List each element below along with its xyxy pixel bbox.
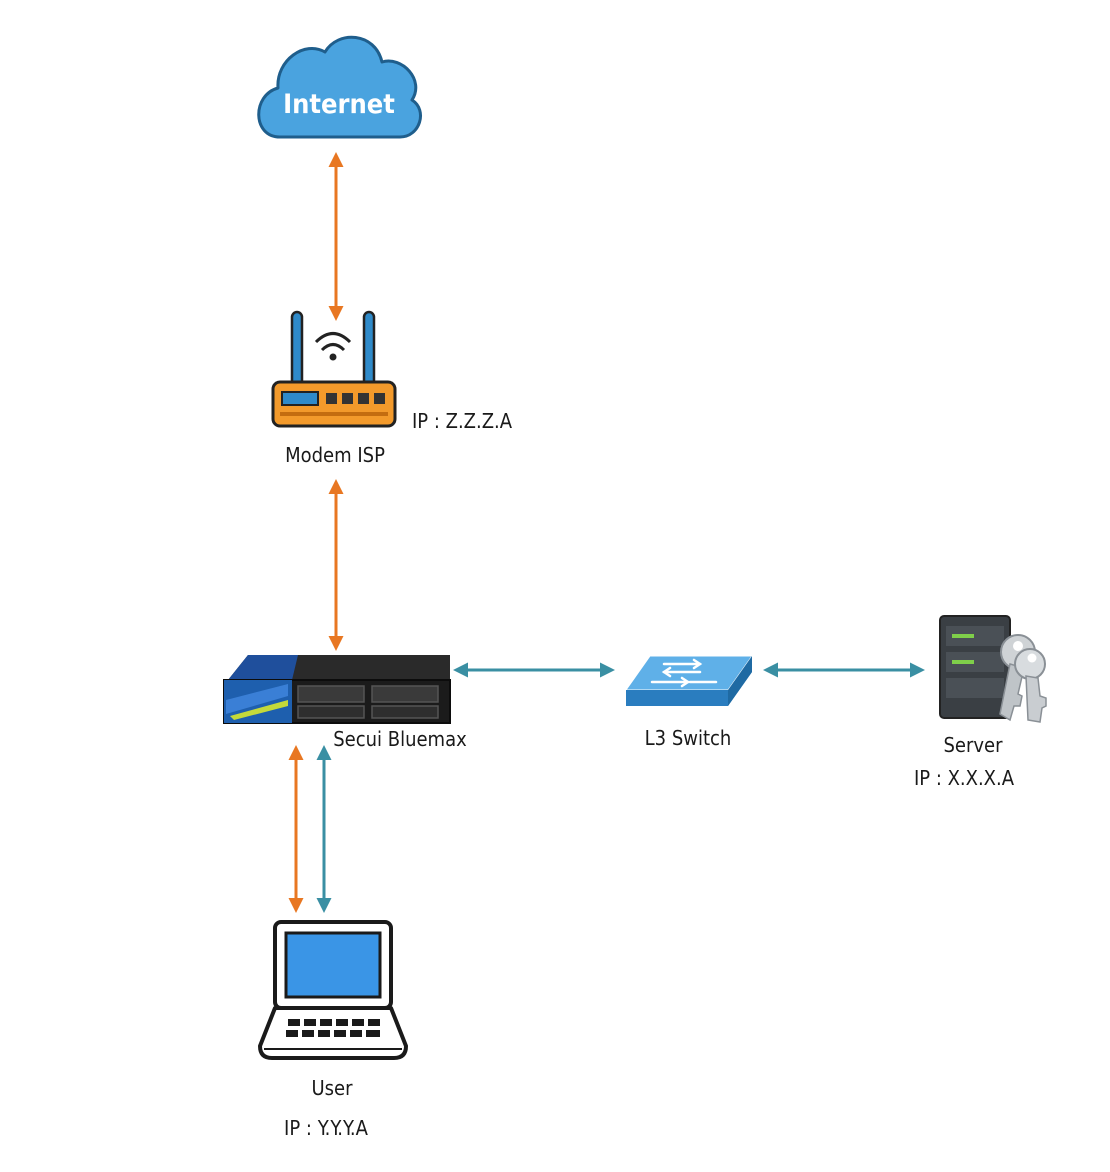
modem-label: Modem ISP: [285, 443, 385, 467]
server-label: Server: [943, 733, 1003, 757]
firewall-label: Secui Bluemax: [333, 727, 467, 751]
user-label: User: [311, 1076, 353, 1100]
modem-ip-label: IP : Z.Z.Z.A: [412, 409, 513, 433]
switch-label: L3 Switch: [645, 726, 732, 750]
user-ip-label: IP : Y.Y.Y.A: [284, 1116, 369, 1140]
server-ip-label: IP : X.X.X.A: [914, 766, 1015, 790]
laptop-icon: [258, 920, 408, 1060]
firewall-appliance-icon: [223, 655, 451, 724]
server-icon: [939, 615, 1011, 719]
internet-label: Internet: [283, 89, 395, 120]
keys-icon: [999, 634, 1047, 723]
internet-cloud-icon: Internet: [257, 35, 422, 139]
modem-router-icon: [271, 310, 397, 428]
l3-switch-icon: [625, 655, 753, 706]
